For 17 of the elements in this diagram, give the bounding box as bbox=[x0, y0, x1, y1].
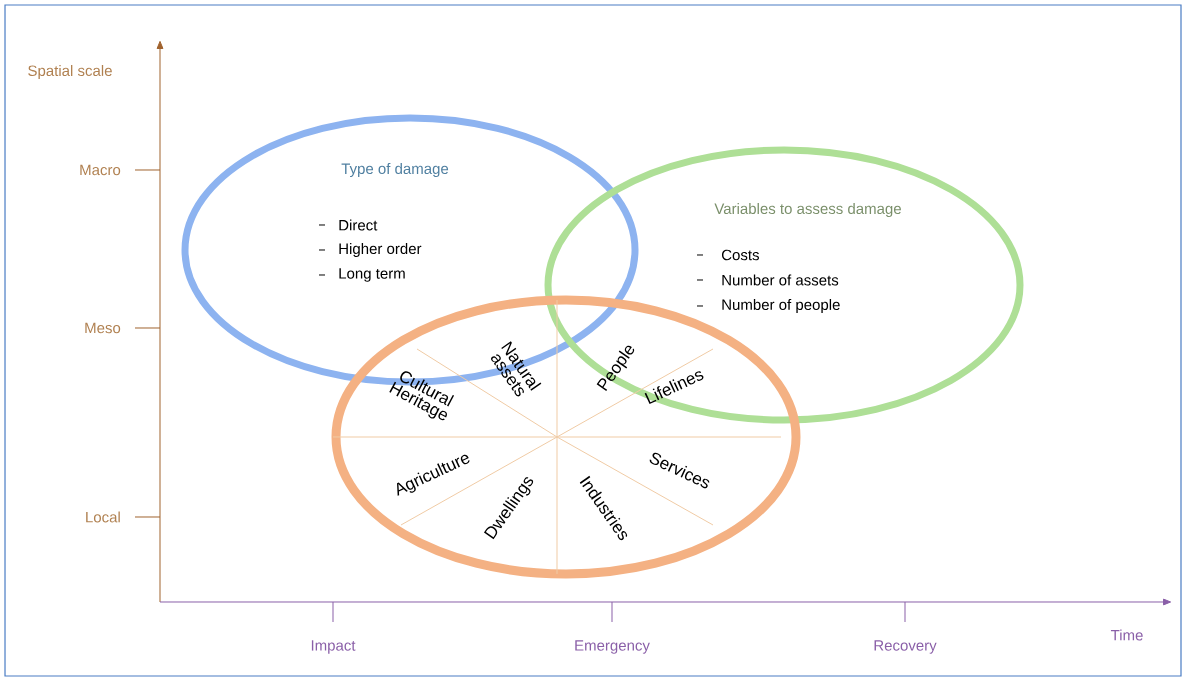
list-item: Direct bbox=[339, 219, 378, 231]
heading: Variables to assess damage bbox=[714, 203, 901, 217]
axis-label: Emergency bbox=[575, 640, 650, 654]
axis-label: Impact bbox=[311, 640, 356, 654]
axis-label: Meso bbox=[85, 322, 121, 334]
list-item: Number of assets bbox=[722, 274, 839, 286]
axis-label: Recovery bbox=[874, 640, 937, 654]
venn-ellipse bbox=[544, 146, 1024, 424]
list-item: Number of people bbox=[722, 299, 840, 313]
heading: Type of damage bbox=[341, 163, 449, 177]
axis-title: Time bbox=[1110, 629, 1143, 641]
list-item: Long term bbox=[339, 268, 405, 282]
axis-title: Spatial scale bbox=[28, 65, 112, 79]
list-item: Higher order bbox=[339, 243, 422, 257]
list-item: Costs bbox=[721, 249, 759, 261]
axis-label: Macro bbox=[80, 164, 121, 176]
axis-label: Local bbox=[86, 511, 120, 523]
